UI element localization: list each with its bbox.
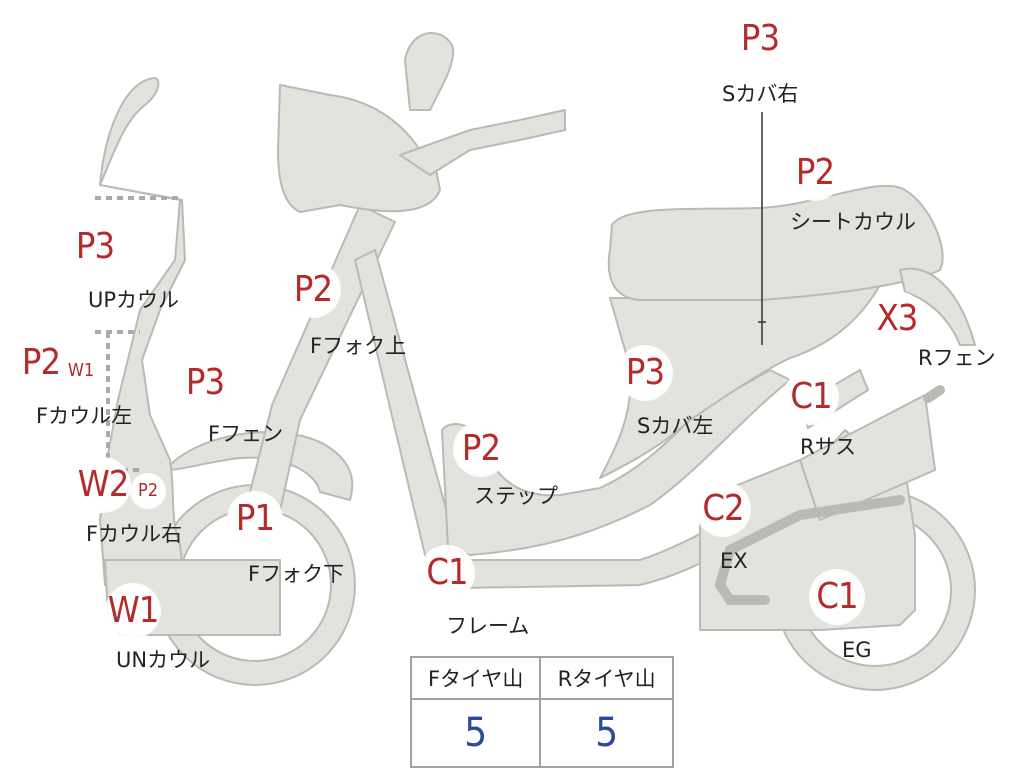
exhaust-code: C2 — [698, 484, 748, 534]
headlight-shape — [277, 84, 441, 213]
f-fork-lower-code: P1 — [230, 494, 280, 544]
front-cowl-shape — [99, 77, 186, 586]
mirror-shape — [404, 32, 455, 111]
engine-label: EG — [842, 638, 872, 662]
engine-code: C1 — [812, 572, 862, 622]
up-cowl-code: P3 — [70, 222, 120, 272]
f-cowl-left-label: Fカウル左 — [36, 404, 133, 428]
rear-fender-shape — [899, 267, 976, 346]
f-fender-label: Fフェン — [208, 422, 284, 446]
s-cover-left-label: Sカバ左 — [637, 414, 714, 438]
r-fender-code: X3 — [872, 294, 922, 344]
un-cowl-code: W1 — [108, 586, 159, 636]
un-cowl-label: UNカウル — [116, 648, 211, 672]
frame-label: フレーム — [446, 614, 530, 638]
rear-tire-value: 5 — [539, 698, 674, 768]
f-fork-upper-code: P2 — [288, 265, 338, 315]
step-code: P2 — [456, 424, 506, 474]
s-cover-left-code: P3 — [620, 348, 670, 398]
seat-cowl-label: シートカウル — [790, 210, 916, 234]
up-cowl-label: UPカウル — [88, 288, 180, 312]
f-cowl-left-code-2: W1 — [66, 356, 96, 386]
f-cowl-left-code: P2 — [16, 338, 66, 388]
tire-tread-table: Fタイヤ山 Rタイヤ山 5 5 — [409, 656, 674, 768]
exhaust-pipe-shape — [714, 495, 905, 605]
s-cover-right-code: P3 — [735, 14, 785, 64]
frame-code: C1 — [422, 548, 472, 598]
f-cowl-right-code-2: P2 — [133, 476, 163, 506]
seat-shape — [607, 184, 944, 301]
front-tire-header: Fタイヤ山 — [409, 656, 542, 700]
f-fork-upper-label: Fフォク上 — [310, 334, 407, 358]
side-cover-shape — [599, 269, 881, 479]
seat-cowl-code: P2 — [790, 148, 840, 198]
tire-table-header-row: Fタイヤ山 Rタイヤ山 — [409, 656, 674, 700]
f-fork-lower-label: Fフォク下 — [248, 562, 345, 586]
step-label: ステップ — [474, 484, 558, 508]
front-fender-shape — [164, 431, 354, 501]
suspension-shape — [799, 394, 936, 521]
rear-tire-header: Rタイヤ山 — [539, 656, 674, 700]
exhaust-label: EX — [720, 549, 748, 573]
f-cowl-right-label: Fカウル右 — [86, 522, 183, 546]
r-suspension-label: Rサス — [800, 435, 857, 459]
handlebar-shape — [399, 109, 566, 176]
tire-table-value-row: 5 5 — [409, 698, 674, 768]
s-cover-right-label: Sカバ右 — [722, 82, 799, 106]
f-cowl-right-code: W2 — [78, 460, 129, 510]
f-fender-code: P3 — [180, 358, 230, 408]
r-suspension-code: C1 — [786, 372, 836, 422]
front-tire-value: 5 — [409, 698, 542, 768]
r-fender-label: Rフェン — [918, 346, 996, 370]
